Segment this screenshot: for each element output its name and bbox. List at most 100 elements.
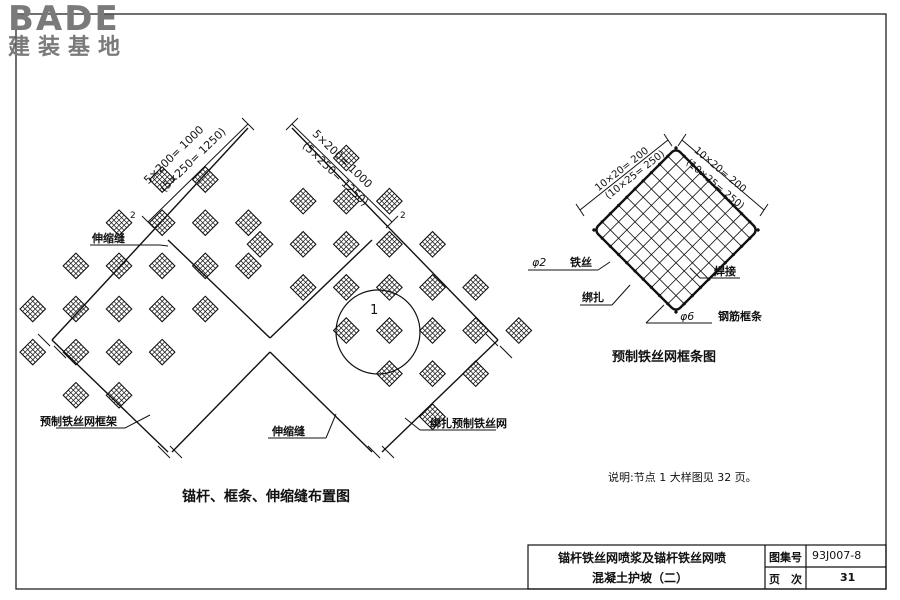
mesh-wire — [335, 198, 350, 212]
mesh-wire — [381, 238, 395, 253]
mesh-wire — [159, 306, 173, 320]
section-tick-left: 2 — [130, 211, 136, 221]
mesh-wire — [113, 346, 127, 360]
mesh-panel-border — [289, 273, 317, 301]
bind-knot — [666, 302, 670, 306]
label-phi2: φ2 — [532, 256, 547, 269]
corner-tick — [169, 445, 183, 459]
mesh-panel-border — [62, 252, 90, 280]
mesh-wire — [295, 193, 309, 207]
mesh-wire — [427, 238, 441, 253]
mesh-wire — [295, 282, 309, 296]
mesh-wire — [194, 298, 209, 312]
mesh-wire — [108, 392, 122, 406]
mesh-wire — [68, 301, 82, 315]
layout-outline — [37, 127, 513, 459]
mesh-wire — [159, 341, 173, 355]
mesh-wire — [116, 392, 130, 406]
mesh-panel-border — [62, 381, 90, 409]
mesh-panel — [332, 230, 360, 258]
mesh-wire — [422, 370, 436, 385]
mesh-wire — [516, 327, 530, 341]
mesh-wire — [338, 150, 352, 164]
mesh-wire — [70, 344, 84, 358]
mesh-wire — [151, 169, 165, 183]
mesh-wire — [422, 414, 436, 428]
mesh-panel — [246, 230, 274, 258]
mesh-wire — [343, 241, 357, 255]
mesh-wire — [338, 195, 352, 210]
mesh-wire — [111, 303, 125, 317]
mesh-wire — [68, 346, 82, 360]
label-weld: 焊接 — [714, 265, 736, 278]
mesh-panel-border — [375, 317, 403, 345]
wire-line — [659, 213, 742, 296]
dimension-lines-right — [575, 133, 769, 217]
mesh-wire — [245, 212, 259, 226]
mesh-wire — [68, 387, 82, 401]
mesh-wire — [381, 195, 395, 210]
mesh-panel-border — [505, 317, 533, 345]
bind-knot — [715, 187, 719, 191]
note-text: 说明:节点 1 大样图见 32 页。 — [608, 471, 757, 484]
mesh-wire — [381, 368, 395, 382]
mesh-wire — [378, 198, 393, 212]
mesh-wire — [429, 406, 443, 420]
mesh-panel-border — [289, 230, 317, 258]
detail-circle-node-1 — [335, 289, 421, 375]
mesh-wire — [154, 260, 168, 274]
mesh-wire — [243, 257, 257, 272]
bind-knot — [633, 269, 637, 273]
mesh-wire — [70, 301, 84, 315]
mesh-wire — [470, 368, 484, 382]
mesh-wire — [472, 370, 487, 385]
mesh-wire — [24, 301, 39, 315]
mesh-wire — [297, 195, 312, 210]
mesh-wire — [340, 279, 355, 293]
mesh-wire — [470, 365, 484, 380]
mesh-wire — [427, 411, 441, 425]
logo-subtitle: 建装基地 — [8, 35, 129, 60]
mesh-wire — [202, 176, 216, 190]
mesh-wire — [340, 238, 355, 253]
corner-tick — [157, 445, 171, 459]
label-expansion-joint-bottom: 伸缩缝 — [272, 425, 305, 438]
mesh-wire — [159, 219, 173, 234]
mesh-wire — [151, 176, 165, 190]
mesh-panel-border — [191, 252, 219, 280]
mesh-panel — [375, 187, 403, 215]
bind-knot — [740, 244, 744, 249]
mesh-panel-border — [234, 209, 262, 237]
mesh-wire — [422, 241, 436, 255]
mesh-wire — [467, 325, 482, 339]
mesh-wire — [199, 217, 214, 231]
mesh-wire — [422, 327, 436, 341]
layout-edge — [269, 239, 373, 339]
mesh-wire — [194, 219, 209, 234]
mesh-panel-border — [462, 273, 490, 301]
mesh-wire — [472, 363, 487, 377]
mesh-wire — [111, 346, 125, 360]
mesh-wire — [29, 341, 44, 355]
mesh-wire — [159, 176, 173, 190]
mesh-wire — [465, 284, 479, 298]
mesh-wire — [111, 217, 125, 231]
wire-line — [642, 196, 726, 280]
bind-knot — [740, 211, 744, 216]
mesh-wire — [384, 238, 398, 253]
label-prefab-frame: 预制铁丝网框架 — [40, 415, 117, 428]
mesh-panel-border — [419, 273, 447, 301]
mesh-wire — [292, 241, 306, 255]
corner-tick — [37, 333, 51, 347]
bind-knot — [699, 285, 703, 290]
atlas-label: 图集号 — [769, 551, 802, 564]
bind-knot — [723, 261, 727, 265]
bind-knot — [600, 236, 604, 240]
mesh-panel-border — [19, 338, 47, 366]
mesh-wire — [151, 306, 165, 320]
mesh-wire — [335, 284, 350, 298]
mesh-wire — [24, 344, 39, 358]
mesh-wire — [427, 322, 441, 336]
mesh-wire — [257, 241, 271, 255]
mesh-panel-border — [148, 338, 176, 366]
